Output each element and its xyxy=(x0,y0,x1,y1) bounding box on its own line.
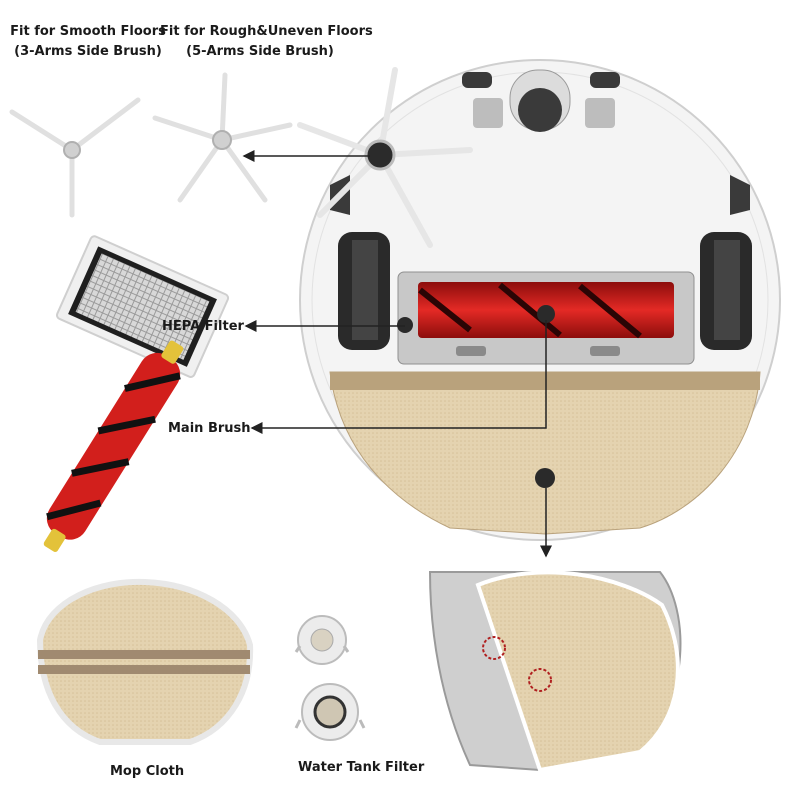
hepa-filter-image xyxy=(55,235,230,378)
robot-vacuum-image xyxy=(297,59,781,541)
smooth-floors-subtitle: (3-Arms Side Brush) xyxy=(14,44,162,59)
smooth-floors-label: Fit for Smooth Floors (3-Arms Side Brush… xyxy=(8,22,168,62)
main-brush-arrow xyxy=(250,320,547,434)
mop-cloth-label: Mop Cloth xyxy=(110,764,185,779)
mop-holder-image xyxy=(428,570,682,773)
mop-cloth-image xyxy=(36,578,254,745)
smooth-floors-title: Fit for Smooth Floors xyxy=(10,24,166,39)
rough-floors-label: Fit for Rough&Uneven Floors (5-Arms Side… xyxy=(160,22,373,62)
water-tank-filter-image xyxy=(294,615,366,741)
main-brush-label: Main Brush xyxy=(168,421,251,436)
rough-floors-subtitle: (5-Arms Side Brush) xyxy=(186,44,334,59)
rough-floors-title: Fit for Rough&Uneven Floors xyxy=(160,24,373,39)
hepa-filter-label: HEPA Filter xyxy=(162,319,244,334)
five-arm-side-brush-image xyxy=(152,72,293,203)
main-brush-image xyxy=(43,340,184,553)
water-tank-filter-label: Water Tank Filter xyxy=(298,760,425,775)
three-arm-side-brush-image xyxy=(9,97,141,218)
callout-arrows xyxy=(242,150,552,558)
